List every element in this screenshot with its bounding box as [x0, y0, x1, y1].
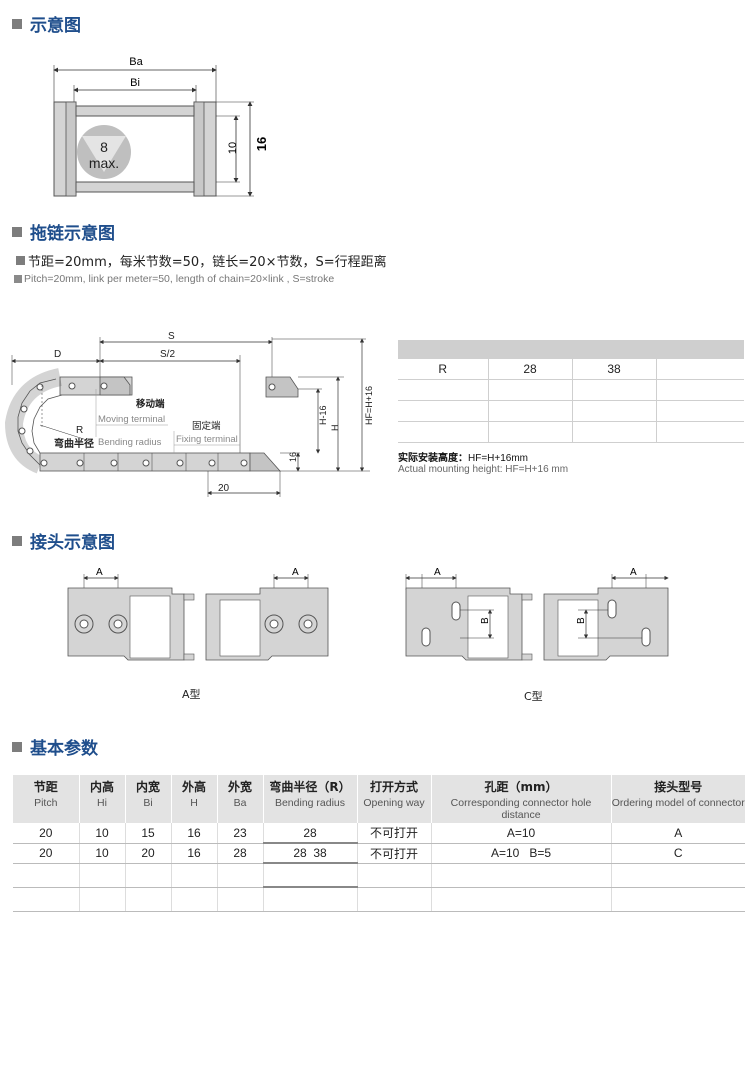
a-dim-left: A — [434, 567, 441, 578]
table-row — [398, 421, 744, 443]
table-row: 20 10 20 16 28 28 38 不可打开 A=10 B=5 C — [13, 843, 745, 864]
moving-terminal-en: Moving terminal — [98, 414, 165, 425]
bending-radius-cn: 弯曲半径 — [54, 437, 94, 450]
r-label: R — [76, 425, 83, 436]
section-title-connector: 接头示意图 — [12, 528, 115, 553]
h-label: H — [330, 425, 340, 432]
bending-radius-en: Bending radius — [98, 437, 162, 448]
radius-header-38: 38 — [571, 358, 656, 380]
fixing-terminal-en: Fixing terminal — [176, 434, 238, 445]
section-title-text: 基本参数 — [30, 739, 98, 759]
bullet-square-icon — [12, 226, 22, 237]
table-row — [13, 863, 745, 888]
radius-header-r: R — [398, 358, 488, 380]
moving-terminal-cn: 移动端 — [136, 398, 165, 410]
dim-10-label: 10 — [227, 142, 239, 154]
fixing-terminal-cn: 固定端 — [192, 420, 221, 432]
header-hole-distance: 孔距（mm）Corresponding connector hole dista… — [431, 775, 612, 823]
connector-type-a-drawing: A A — [67, 567, 329, 661]
dim-16-side-label: 16 — [288, 452, 298, 462]
section-title-parameters: 基本参数 — [12, 734, 98, 759]
bending-radius-table: R 28 38 — [398, 340, 744, 443]
section-title-text: 接头示意图 — [30, 533, 115, 553]
ba-label: Ba — [129, 56, 143, 68]
a-dim-right: A — [292, 567, 299, 578]
header-bending-radius: 弯曲半径（R）Bending radius — [263, 775, 358, 823]
mounting-height-en: Actual mounting height: HF=H+16 mm — [398, 464, 569, 475]
bi-label: Bi — [130, 77, 140, 89]
d-label: D — [54, 349, 61, 360]
type-c-caption: C型 — [524, 690, 543, 703]
table-row — [13, 887, 745, 912]
connector-type-c-drawing: A A B B — [405, 567, 669, 661]
table-row — [398, 379, 744, 401]
table-row: 20 10 15 16 23 28 不可打开 A=10 A — [13, 823, 745, 844]
b-dim-right: B — [576, 617, 587, 624]
max-number: 8 — [100, 139, 108, 155]
bullet-square-icon — [12, 18, 22, 29]
radius-header-28: 28 — [487, 358, 572, 380]
h16-label: H-16 — [318, 405, 328, 425]
section-title-chain: 拖链示意图 — [12, 219, 115, 244]
mounting-height-cn: 实际安装高度：HF=H+16mm — [398, 453, 529, 464]
bullet-square-icon — [16, 256, 25, 265]
dim-16-label: 16 — [254, 137, 269, 151]
table-row — [398, 400, 744, 422]
pitch-description-cn: 节距=20mm，每米节数=50，链长=20×节数，S=行程距离 — [16, 251, 387, 270]
cross-section-drawing: Ba Bi 8 max. 10 16 — [53, 56, 269, 197]
section-title-text: 拖链示意图 — [30, 224, 115, 244]
dim-20-label: 20 — [218, 483, 230, 494]
type-a-caption: A型 — [182, 688, 201, 701]
b-dim-left: B — [480, 617, 491, 624]
max-text: max. — [89, 155, 119, 171]
section-title-text: 示意图 — [30, 16, 81, 36]
a-dim-left: A — [96, 567, 103, 578]
s-label: S — [168, 331, 175, 342]
a-dim-right: A — [630, 567, 637, 578]
section-title-schematic: 示意图 — [12, 11, 81, 36]
bullet-square-icon — [14, 275, 22, 283]
bullet-square-icon — [12, 741, 22, 752]
radius-header-empty — [655, 358, 744, 380]
bullet-square-icon — [12, 535, 22, 546]
s-half-label: S/2 — [160, 349, 175, 360]
hf-label: HF=H+16 — [364, 386, 374, 425]
pitch-description-en: Pitch=20mm, link per meter=50, length of… — [14, 273, 334, 285]
cable-chain-drawing: S D S/2 — [4, 331, 374, 497]
